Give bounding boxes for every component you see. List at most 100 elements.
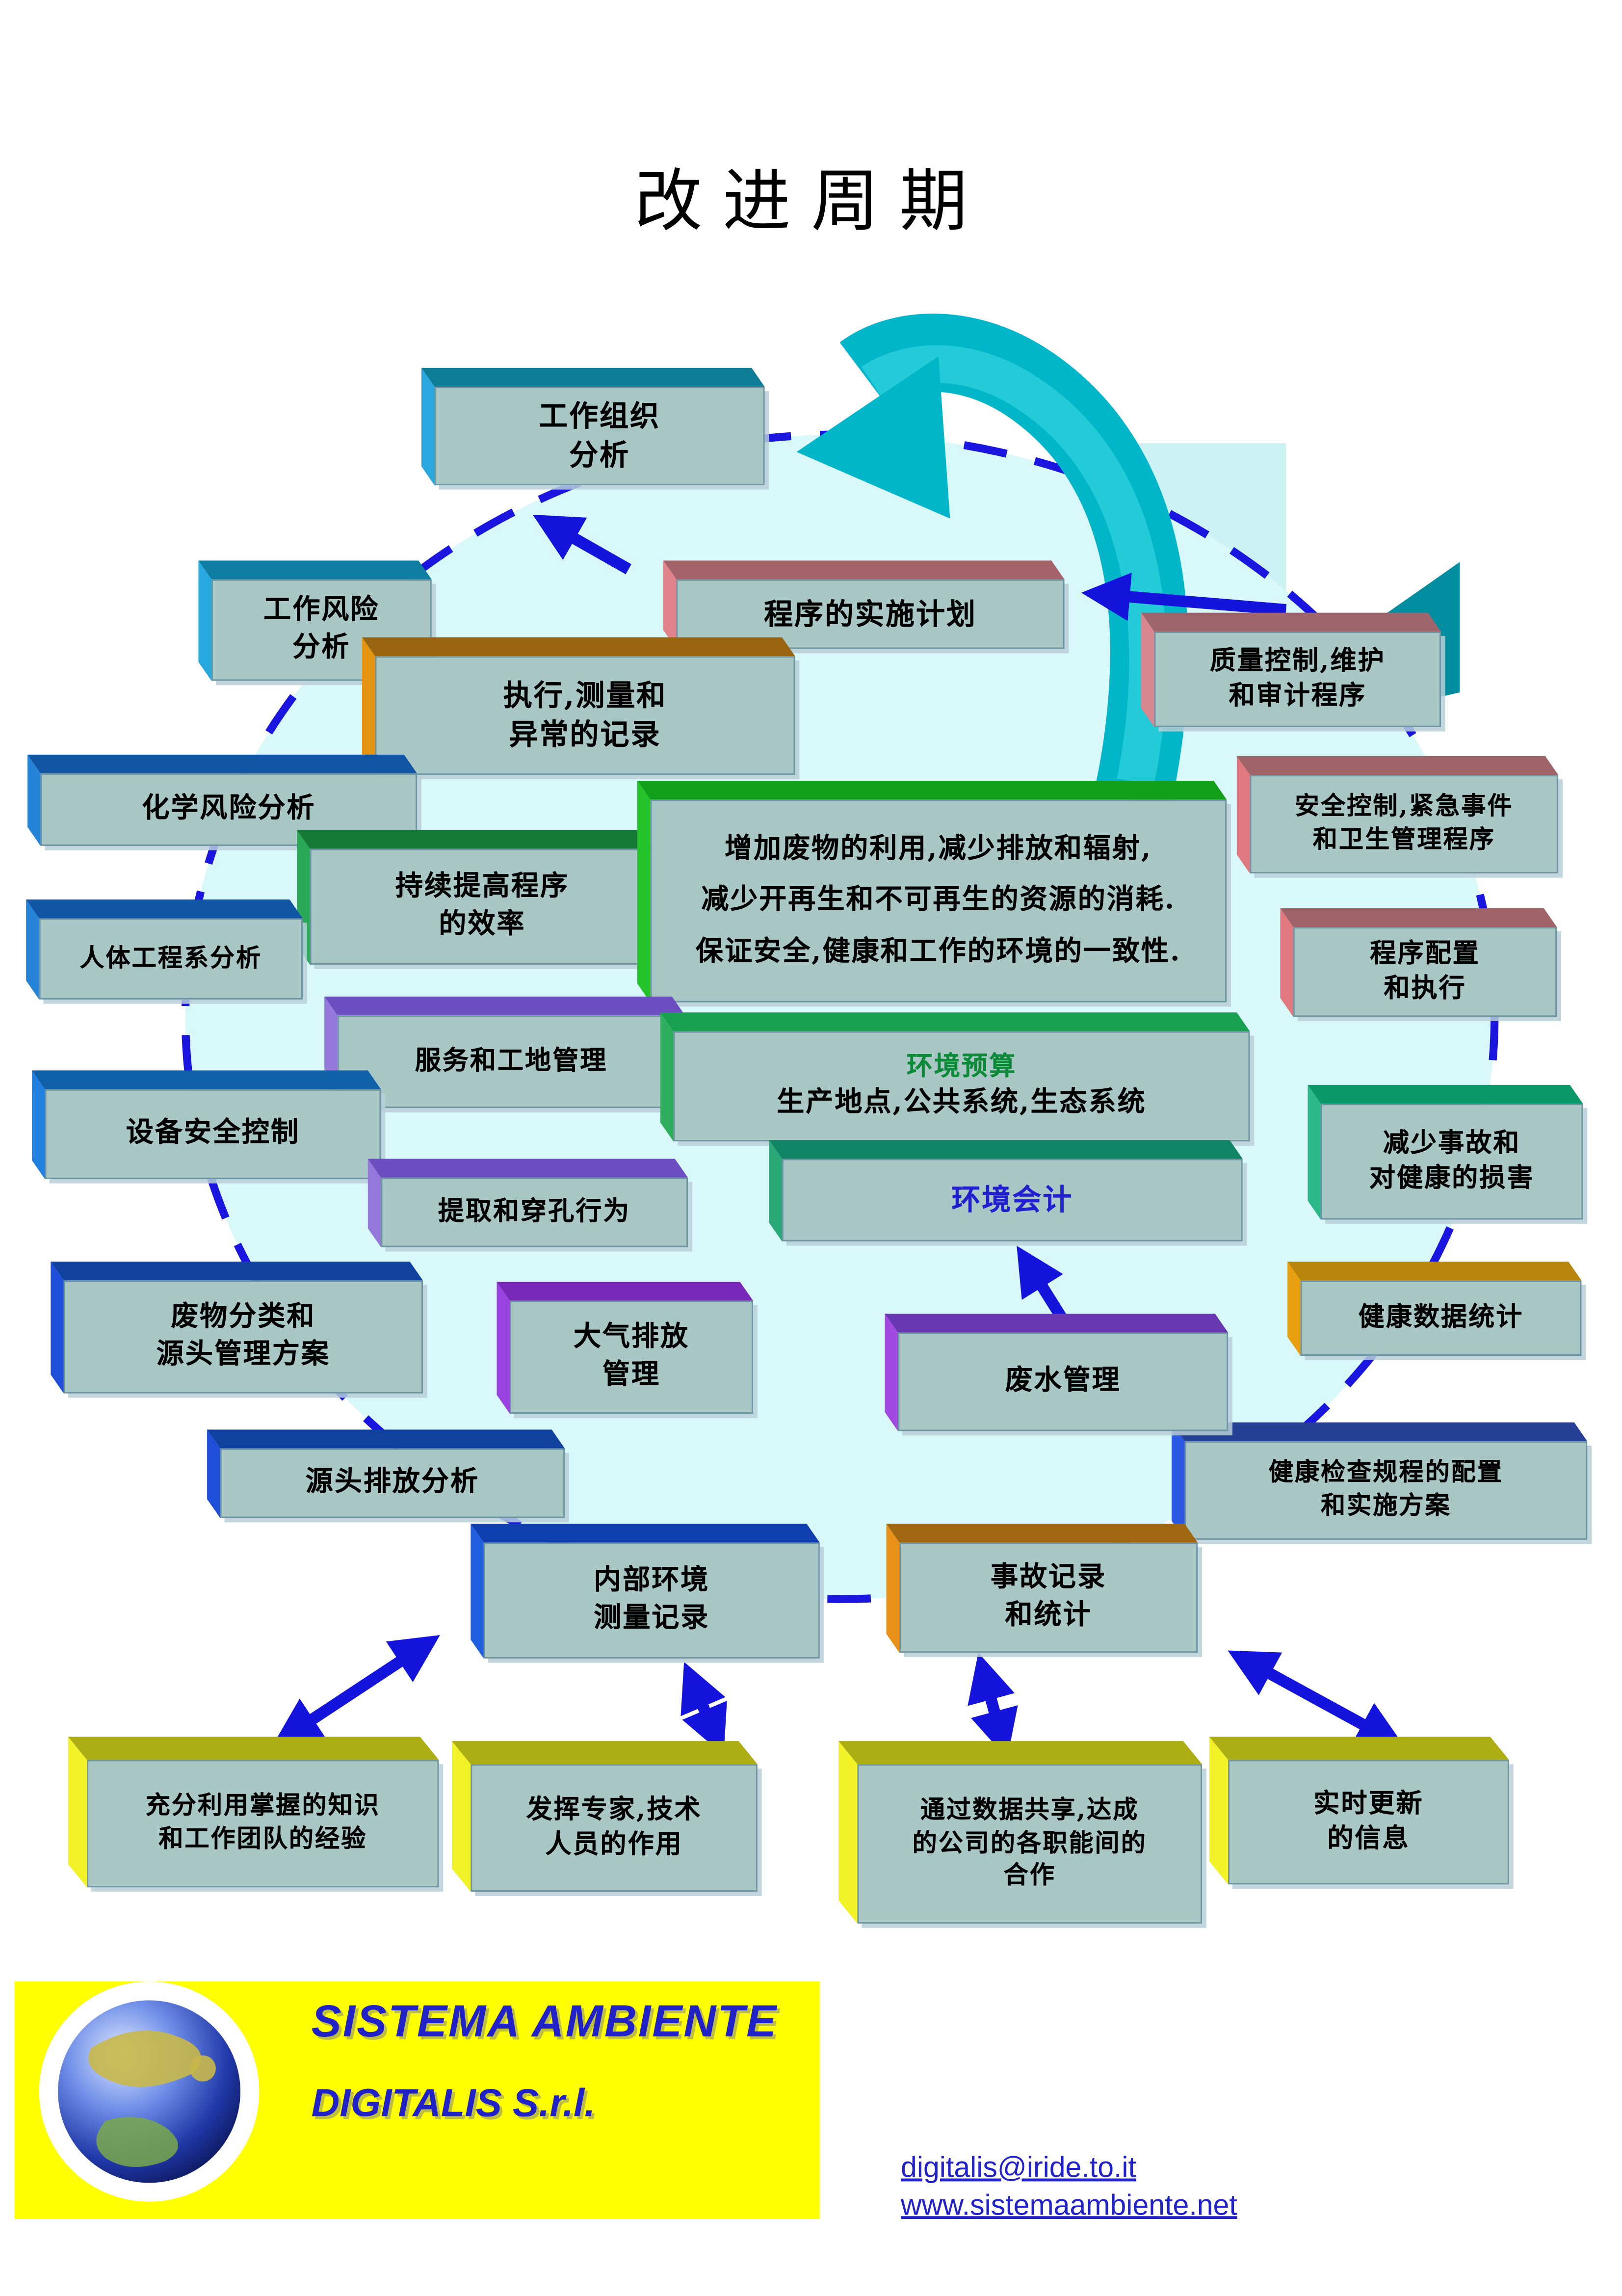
- box-top-edge: [27, 754, 418, 774]
- box-face: 减少事故和对健康的损害: [1321, 1104, 1583, 1220]
- box-face: 环境会计: [782, 1159, 1243, 1241]
- box-label: 程序配置: [1370, 938, 1480, 969]
- box-realtime-info: 实时更新的信息: [1209, 1737, 1509, 1885]
- box-top-edge: [663, 560, 1065, 580]
- double-arrow-data-sharing: [968, 1652, 1018, 1759]
- box-label: 减少事故和: [1383, 1128, 1521, 1159]
- box-top-edge: [421, 368, 765, 387]
- box-air-emission: 大气排放管理: [497, 1282, 753, 1414]
- box-face: 实时更新的信息: [1228, 1760, 1509, 1885]
- box-health-stats: 健康数据统计: [1287, 1262, 1582, 1356]
- box-top-edge: [1141, 612, 1441, 632]
- box-top-edge: [297, 830, 655, 849]
- box-label: 源头排放分析: [305, 1466, 480, 1498]
- box-left-edge: [198, 560, 211, 681]
- box-label: 发挥专家,技术: [526, 1794, 702, 1825]
- box-waste-classify: 废物分类和源头管理方案: [51, 1262, 423, 1394]
- box-left-edge: [838, 1741, 858, 1924]
- box-left-edge: [637, 781, 651, 1003]
- box-left-edge: [885, 1314, 898, 1431]
- box-label: 大气排放: [573, 1321, 690, 1354]
- box-top-edge: [886, 1524, 1198, 1543]
- box-face: 服务和工地管理: [337, 1015, 685, 1108]
- box-face: 健康数据统计: [1300, 1280, 1582, 1356]
- box-face: 充分利用掌握的知识和工作团队的经验: [87, 1760, 439, 1888]
- box-face: 大气排放管理: [510, 1300, 753, 1414]
- box-face: 人体工程系分析: [39, 918, 303, 1000]
- box-top-edge: [1172, 1422, 1588, 1442]
- big-teal-arrowhead: [796, 356, 950, 519]
- box-experts-role: 发挥专家,技术人员的作用: [451, 1741, 758, 1892]
- box-label: 服务和工地管理: [415, 1045, 608, 1076]
- box-top-edge: [769, 1140, 1243, 1159]
- box-face: 事故记录和统计: [899, 1542, 1198, 1653]
- box-top-edge: [362, 637, 795, 657]
- page-title: 改进周期: [634, 162, 988, 242]
- box-label: 和执行: [1384, 973, 1466, 1004]
- box-face: 源头排放分析: [220, 1448, 565, 1518]
- box-left-edge: [51, 1262, 64, 1394]
- box-label: 提取和穿孔行为: [438, 1196, 631, 1227]
- box-top-edge: [637, 781, 1227, 800]
- box-label: 管理: [602, 1358, 661, 1391]
- arrow-to-work-org: [532, 514, 631, 575]
- box-label: 异常的记录: [509, 717, 661, 752]
- box-label: 安全控制,紧急事件: [1295, 792, 1514, 821]
- box-label: 和统计: [1005, 1599, 1092, 1631]
- double-arrow-knowledge: [272, 1635, 440, 1746]
- box-label: 通过数据共享,达成: [920, 1795, 1139, 1825]
- box-use-knowledge: 充分利用掌握的知识和工作团队的经验: [68, 1737, 439, 1888]
- box-top-edge: [660, 1012, 1250, 1031]
- box-label: 设备安全控制: [126, 1117, 300, 1149]
- box-label: 和卫生管理程序: [1312, 825, 1495, 855]
- box-label: 健康检查规程的配置: [1268, 1458, 1503, 1488]
- box-label: 的效率: [439, 908, 526, 940]
- box-label: 人员的作用: [545, 1829, 683, 1860]
- box-label: 质量控制,维护: [1209, 645, 1386, 676]
- box-label: 事故记录: [990, 1562, 1107, 1594]
- globe-logo: [39, 1981, 260, 2202]
- box-left-edge: [1280, 908, 1293, 1017]
- box-label: 分析: [292, 631, 351, 663]
- box-env-budget: 环境预算生产地点,公共系统,生态系统: [660, 1012, 1250, 1142]
- box-left-edge: [497, 1282, 510, 1414]
- box-face: 环境预算生产地点,公共系统,生态系统: [673, 1031, 1250, 1142]
- box-label: 保证安全,健康和工作的环境的一致性.: [695, 935, 1181, 967]
- box-label: 工作组织: [539, 398, 661, 433]
- box-label: 和审计程序: [1229, 681, 1367, 712]
- box-face: 持续提高程序的效率: [310, 848, 655, 965]
- arrow-to-impl-plan: [1081, 572, 1287, 621]
- box-accident-record: 事故记录和统计: [886, 1524, 1198, 1653]
- box-health-check: 健康检查规程的配置和实施方案: [1172, 1422, 1588, 1540]
- double-arrow-experts: [680, 1662, 727, 1755]
- box-left-edge: [451, 1741, 471, 1892]
- box-left-edge: [68, 1737, 87, 1888]
- box-face: 工作风险分析: [211, 579, 432, 681]
- box-left-edge: [1209, 1737, 1229, 1885]
- box-ergonomics: 人体工程系分析: [26, 899, 303, 1000]
- box-face: 工作组织分析: [434, 387, 765, 485]
- box-top-edge: [451, 1741, 758, 1765]
- box-label: 对健康的损害: [1369, 1163, 1535, 1194]
- box-label: 的信息: [1327, 1823, 1410, 1854]
- box-left-edge: [1141, 612, 1154, 727]
- box-reduce-accident: 减少事故和对健康的损害: [1308, 1084, 1583, 1220]
- box-equip-safety: 设备安全控制: [31, 1070, 381, 1179]
- box-left-edge: [886, 1524, 900, 1653]
- box-label: 持续提高程序: [395, 871, 570, 903]
- box-top-edge: [1209, 1737, 1509, 1760]
- box-label: 化学风险分析: [142, 792, 316, 825]
- box-label: 工作风险: [263, 594, 380, 627]
- box-label: 程序的实施计划: [764, 596, 977, 631]
- website-link[interactable]: www.sistemaambiente.net: [901, 2190, 1237, 2223]
- box-top-edge: [1280, 908, 1557, 927]
- box-label: 减少开再生和不可再生的资源的消耗.: [701, 884, 1176, 916]
- email-link[interactable]: digitalis@iride.to.it: [901, 2152, 1136, 2185]
- box-data-sharing: 通过数据共享,达成的公司的各职能间的合作: [838, 1741, 1202, 1924]
- box-top-edge: [367, 1159, 688, 1178]
- box-top-edge: [31, 1070, 381, 1089]
- box-wastewater: 废水管理: [885, 1314, 1229, 1431]
- box-left-edge: [31, 1070, 45, 1179]
